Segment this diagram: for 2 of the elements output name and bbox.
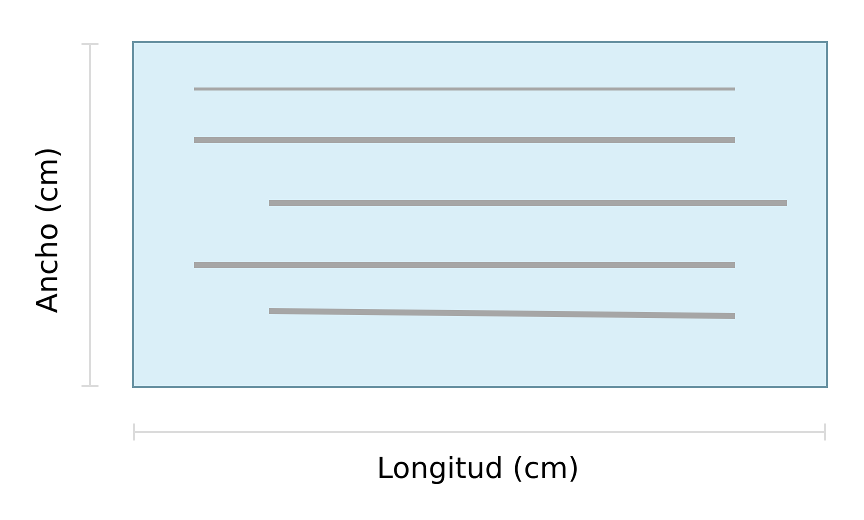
dimension-label: Longitud (cm) bbox=[380, 456, 577, 484]
dimension-label: Ancho (cm) bbox=[35, 149, 61, 313]
